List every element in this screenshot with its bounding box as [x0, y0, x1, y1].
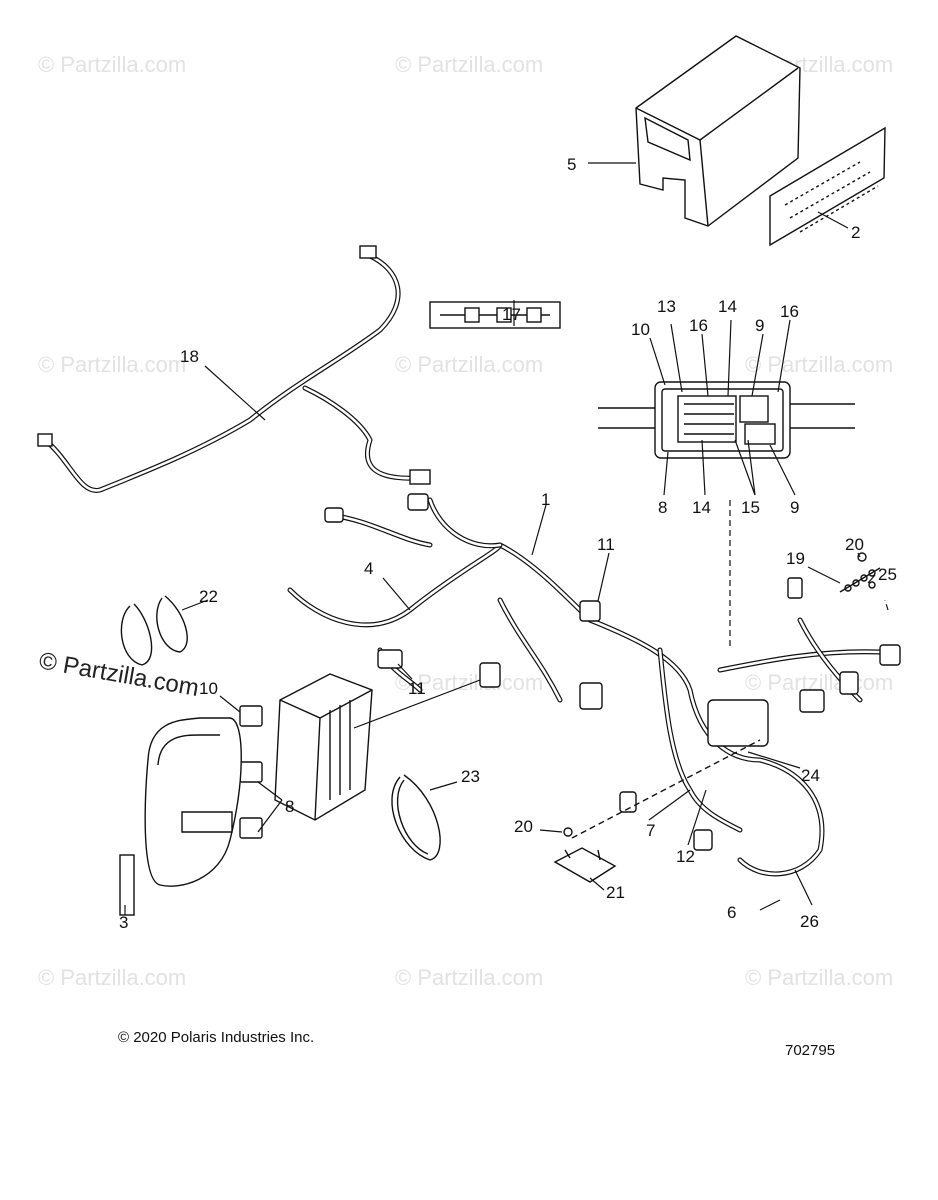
callout-10b: 10	[631, 320, 650, 339]
callout-22: 22	[199, 587, 218, 606]
callout-2: 2	[851, 223, 860, 242]
callout-12: 12	[676, 847, 695, 866]
callout-16: 16	[689, 316, 708, 335]
relay-box-part	[119, 717, 242, 916]
callout-20b: 20	[514, 817, 533, 836]
watermark-text: © Partzilla.com	[745, 352, 893, 377]
callout-14b: 14	[692, 498, 711, 517]
callout-24: 24	[801, 766, 820, 785]
watermark-text: © Partzilla.com	[395, 52, 543, 77]
watermark-text: © Partzilla.com	[38, 52, 186, 77]
main-harness-part	[287, 493, 901, 877]
terminal-block-part	[787, 552, 881, 599]
box-cover-part	[635, 35, 801, 227]
callout-9: 9	[755, 316, 764, 335]
callout-23: 23	[461, 767, 480, 786]
connector-strip-part	[429, 301, 561, 329]
control-module-part	[274, 673, 373, 821]
watermark-text: © Partzilla.com	[395, 352, 543, 377]
label-sheet-part	[769, 126, 886, 247]
callout-9b: 9	[790, 498, 799, 517]
callout-labels: 1 2 3 4 5 6 7 8 8 9 9 10 10 11 11 12 13 …	[119, 155, 897, 932]
callout-21: 21	[606, 883, 625, 902]
callout-10: 10	[199, 679, 218, 698]
callout-17: 17	[502, 305, 521, 324]
watermark-text: © Partzilla.com	[38, 965, 186, 990]
watermark-text: © Partzilla.com	[38, 352, 186, 377]
cable-tie-part	[120, 595, 188, 666]
fuse-box-part	[598, 381, 855, 459]
callout-11: 11	[597, 535, 615, 554]
callout-4: 4	[364, 559, 373, 578]
callout-16b: 16	[780, 302, 799, 321]
callout-14: 14	[718, 297, 737, 316]
callout-6: 6	[727, 903, 736, 922]
callout-19: 19	[786, 549, 805, 568]
callout-3: 3	[119, 913, 128, 932]
cable-tie-loop-part	[391, 774, 441, 861]
callout-7: 7	[646, 821, 655, 840]
sub-harness-part	[37, 245, 431, 493]
copyright-notice: © 2020 Polaris Industries Inc.	[118, 1029, 315, 1046]
watermark-main: © Partzilla.com	[37, 647, 201, 702]
watermark-text: © Partzilla.com	[745, 965, 893, 990]
fuse-set-part	[239, 705, 263, 839]
watermark-text: © Partzilla.com	[395, 965, 543, 990]
callout-15: 15	[741, 498, 760, 517]
mounting-bracket-part	[553, 739, 761, 883]
callout-5: 5	[567, 155, 576, 174]
leader-lines	[124, 162, 889, 915]
callout-25: 25	[878, 565, 897, 584]
callout-13: 13	[657, 297, 676, 316]
callout-20: 20	[845, 535, 864, 554]
callout-11b: 11	[408, 679, 426, 698]
callout-1: 1	[541, 490, 550, 509]
callout-8: 8	[285, 797, 294, 816]
callout-18: 18	[180, 347, 199, 366]
callout-26: 26	[800, 912, 819, 931]
diagram-id: 702795	[785, 1042, 836, 1059]
callout-8b: 8	[658, 498, 667, 517]
